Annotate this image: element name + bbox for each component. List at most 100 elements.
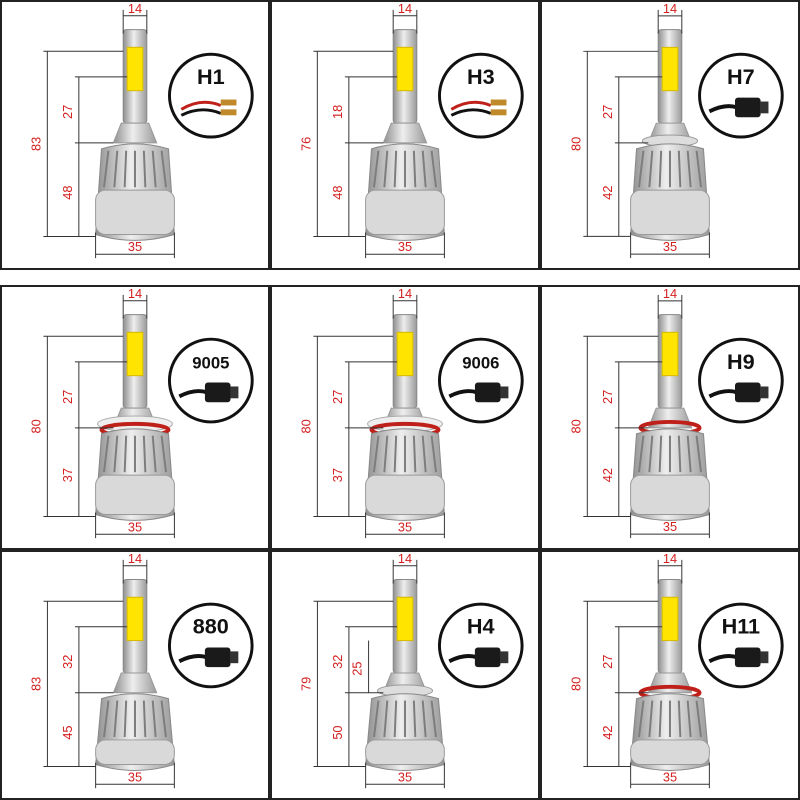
dimension-lines — [583, 9, 710, 259]
dimension-lines — [583, 294, 710, 539]
led-bulb — [95, 29, 175, 241]
led-bulb — [365, 579, 445, 771]
heat-sink-fin — [383, 700, 389, 738]
wire-terminal — [220, 99, 237, 106]
connector-model-label: 880 — [193, 614, 229, 639]
connector-cable — [448, 389, 478, 399]
wire-terminal — [220, 109, 237, 116]
total-dimension-label: 83 — [28, 137, 43, 151]
fan-base — [630, 739, 710, 766]
heat-sink-fin — [151, 150, 157, 188]
connector-cable — [178, 654, 208, 663]
width-dimension-label: 14 — [663, 2, 677, 16]
connector-pins — [500, 386, 509, 399]
wire-red — [180, 100, 222, 111]
led-bulb — [630, 29, 710, 241]
heat-sink-fin — [695, 435, 702, 473]
led-chip — [396, 596, 414, 642]
heat-sink-fin — [658, 435, 663, 473]
led-chip — [126, 331, 144, 377]
badge-circle — [167, 337, 254, 424]
connector-badge: 9005 — [167, 337, 254, 424]
connector-model-label: H4 — [467, 614, 495, 639]
heat-sink-fin — [421, 700, 427, 738]
upper-dimension-label: 27 — [600, 105, 615, 119]
dimension-lines — [43, 559, 175, 789]
total-dimension-label: 80 — [568, 137, 583, 151]
connector-pins — [230, 386, 239, 399]
connector-cable — [708, 389, 738, 399]
bulb-collar — [647, 407, 693, 429]
heat-sink-fin — [123, 435, 128, 473]
connector-badge: H11 — [698, 602, 784, 689]
led-bulb — [365, 314, 445, 521]
width-dimension-label: 14 — [128, 552, 142, 566]
heat-sink-fin — [421, 150, 427, 188]
total-dimension-label: 80 — [568, 419, 583, 433]
upper-dimension-label: 32 — [330, 655, 345, 669]
wire-terminal — [490, 99, 507, 106]
heat-sink-fin — [412, 435, 417, 473]
connector-plug — [734, 382, 761, 403]
heat-sink-fin — [160, 435, 168, 473]
led-chip — [396, 331, 414, 377]
heat-sink-fin — [393, 700, 398, 738]
base-dimension-label: 35 — [663, 239, 677, 254]
connector-model-label: 9006 — [462, 354, 499, 373]
heat-sink-fin — [648, 435, 654, 473]
width-dimension-label: 14 — [663, 287, 677, 301]
heat-sink-fin — [430, 150, 438, 188]
badge-circle — [437, 337, 524, 424]
heat-sink-fin — [372, 150, 380, 188]
base-dimension-label: 35 — [398, 519, 412, 534]
heat-sink-fin — [658, 150, 663, 188]
heat-sink-fin — [430, 435, 438, 473]
base-dimension-label: 35 — [398, 769, 412, 784]
dimension-lines — [583, 559, 710, 789]
heat-sink-fin — [677, 150, 682, 188]
connector-plug — [204, 382, 231, 403]
heat-sink-fin — [686, 700, 692, 738]
led-bulb — [630, 579, 710, 771]
badge-circle — [438, 52, 524, 139]
connector-pins — [760, 101, 769, 114]
width-dimension-label: 14 — [128, 2, 142, 16]
badge-circle — [437, 602, 524, 689]
wire-terminal — [490, 109, 507, 116]
connector-plug — [474, 647, 501, 668]
badge-circle — [698, 337, 784, 424]
connector-plug — [734, 647, 761, 668]
heat-sink-fin — [658, 700, 663, 738]
badge-circle — [698, 602, 784, 689]
heat-sink-fin — [123, 700, 128, 738]
led-bulb — [95, 314, 175, 521]
led-bulb — [630, 314, 710, 521]
heat-sink-fin — [373, 700, 380, 738]
connector-plug — [204, 647, 231, 668]
fan-base — [95, 189, 175, 235]
dimension-lines — [313, 294, 445, 539]
led-chip — [126, 46, 144, 92]
connector-badge: H9 — [698, 337, 784, 424]
wire-black — [450, 108, 492, 117]
base-dimension-label: 35 — [663, 769, 677, 784]
dimension-lines — [313, 9, 445, 259]
badge-circle — [167, 602, 254, 689]
connector-plug — [734, 97, 761, 118]
fan-base — [365, 474, 445, 516]
width-dimension-label: 14 — [398, 2, 412, 16]
bulb-collar — [112, 122, 158, 144]
connector-badge: 9006 — [437, 337, 524, 424]
heat-sink-fin — [421, 435, 427, 473]
base-dimension-label: 35 — [398, 239, 412, 254]
fan-base — [95, 739, 175, 766]
